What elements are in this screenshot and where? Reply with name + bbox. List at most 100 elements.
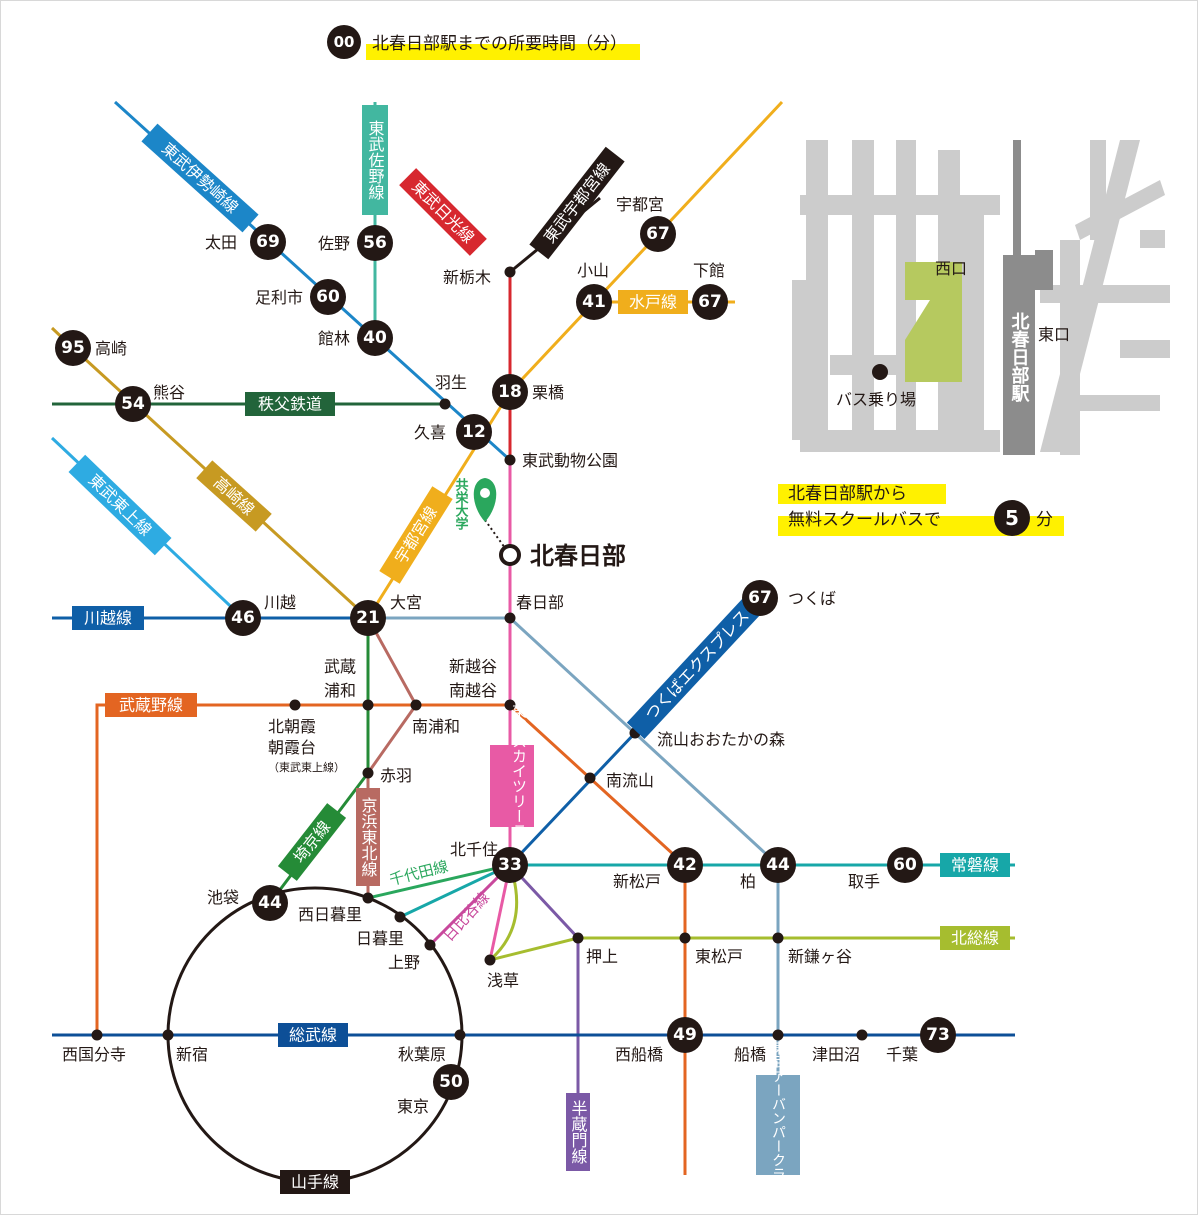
- label-keihin: 京浜東北線: [359, 797, 378, 877]
- name-kuki: 久喜: [414, 423, 446, 442]
- line-utsunomiya: [366, 100, 784, 619]
- label-musashino: 武蔵野線: [119, 696, 183, 715]
- line-hokuso: [489, 936, 1015, 962]
- badge-kawagoe: 46: [231, 608, 255, 628]
- label-tojo: 東武東上線: [85, 470, 156, 539]
- name-campus: 共栄大学: [453, 477, 470, 531]
- name-kawagoe: 川越: [264, 593, 296, 612]
- name-kitaasaka-3: （東武東上線）: [268, 760, 345, 774]
- station-area-inset: [792, 140, 1170, 455]
- badge-ota: 69: [256, 232, 280, 252]
- name-zoo: 東武動物公園: [522, 451, 618, 470]
- name-shinkoshigaya-1: 新越谷: [449, 657, 497, 676]
- name-oshiage: 押上: [586, 947, 618, 966]
- name-shintochigi: 新栃木: [443, 268, 491, 287]
- name-funabashi: 船橋: [734, 1045, 766, 1064]
- line-jr-connect: [399, 863, 511, 919]
- badge-kuki: 12: [462, 422, 486, 442]
- name-ueno: 上野: [388, 953, 420, 972]
- name-shinjuku: 新宿: [176, 1045, 208, 1064]
- name-tsukuba: つくば: [788, 589, 836, 608]
- label-nikko: 東武日光線: [408, 177, 478, 247]
- label-kawagoe: 川越線: [84, 609, 132, 628]
- name-minamiurawa: 南浦和: [412, 717, 460, 736]
- home-station-marker: [499, 544, 521, 566]
- inset-east-exit: 東口: [1038, 325, 1070, 344]
- badge-tokyo: 50: [439, 1072, 463, 1092]
- badge-toride: 60: [893, 855, 917, 875]
- name-shimodate: 下館: [693, 261, 725, 280]
- name-kumagaya: 熊谷: [153, 383, 185, 402]
- name-nagareyama-otaka: 流山おおたかの森: [657, 730, 785, 749]
- badge-sano: 56: [363, 233, 387, 253]
- legend-text: 北春日部駅までの所要時間（分）: [372, 34, 627, 54]
- badge-ikebukuro: 44: [258, 893, 282, 913]
- park-area: [905, 262, 962, 382]
- label-mito: 水戸線: [629, 293, 677, 312]
- label-yamanote: 山手線: [291, 1173, 339, 1192]
- name-chiba: 千葉: [886, 1045, 918, 1064]
- label-urban: 東武アーバンパークライン: [770, 1041, 786, 1209]
- inset-note-minutes: 5: [1005, 506, 1019, 530]
- station-dots: [91, 266, 868, 1041]
- label-sano: 東武佐野線: [366, 120, 385, 200]
- badge-chiba: 73: [926, 1025, 950, 1045]
- badge-takasaki: 95: [61, 338, 85, 358]
- line-chiyoda: [367, 863, 511, 900]
- line-urban: [368, 616, 780, 1165]
- badge-tsukuba: 67: [748, 588, 772, 608]
- badge-nishifunabashi: 49: [673, 1025, 697, 1045]
- line-hibiya: [428, 863, 512, 947]
- station-names: 太田 佐野 足利市 館林 新栃木 宇都宮 小山 下館 高崎 熊谷 羽生 栗橋 久…: [62, 195, 918, 1116]
- name-sano: 佐野: [318, 234, 350, 253]
- label-hokuso: 北総線: [951, 929, 999, 948]
- line-labels: 東武伊勢崎線 東武佐野線 東武日光線 東武宇都宮線 水戸線 秩父鉄道 高崎線 東…: [68, 105, 1010, 1209]
- name-kashiwa: 柏: [740, 872, 756, 891]
- name-akihabara: 秋葉原: [398, 1045, 446, 1064]
- badge-kashiwa: 44: [766, 855, 790, 875]
- name-nippori: 日暮里: [356, 929, 404, 948]
- name-ikebukuro: 池袋: [207, 888, 239, 907]
- bus-stop-marker: [872, 364, 888, 380]
- name-shinkamagaya: 新鎌ヶ谷: [788, 947, 852, 966]
- label-joban: 常磐線: [951, 856, 999, 875]
- label-chiyoda: 千代田線: [387, 857, 450, 889]
- badge-utsunomiya: 67: [646, 224, 670, 244]
- inset-west-exit: 西口: [935, 259, 967, 278]
- label-tx: つくばエクスプレス: [641, 606, 753, 724]
- name-nishinippori: 西日暮里: [298, 905, 362, 924]
- badge-ashikaga: 60: [316, 287, 340, 307]
- name-utsunomiya: 宇都宮: [616, 195, 664, 214]
- name-tokyo: 東京: [397, 1097, 429, 1116]
- name-home-station: 北春日部: [530, 542, 626, 570]
- label-utsunomiya-tobu: 東武宇都宮線: [540, 159, 614, 246]
- name-shinkoshigaya-2: 南越谷: [449, 681, 497, 700]
- name-kasukabe: 春日部: [516, 593, 564, 612]
- name-nishifunabashi: 西船橋: [615, 1045, 663, 1064]
- legend: 00 北春日部駅までの所要時間（分）: [327, 25, 640, 60]
- time-badges: 69 56 60 40 67 41 67 95 54 18 12 46 21 6…: [55, 216, 956, 1100]
- name-higashimatsudo: 東松戸: [695, 947, 743, 966]
- inset-note-line2-pre: 無料スクールバスで: [788, 510, 941, 530]
- name-ota: 太田: [205, 233, 237, 252]
- name-oyama: 小山: [577, 261, 609, 280]
- name-kitaasaka-1: 北朝霞: [268, 717, 316, 736]
- badge-tatebayashi: 40: [363, 328, 387, 348]
- inset-bus-stop: バス乗り場: [836, 390, 916, 409]
- label-hibiya: 日比谷線: [440, 888, 494, 945]
- inset-station-label: 北春日部駅: [1009, 312, 1031, 403]
- name-tsudanuma: 津田沼: [812, 1045, 860, 1064]
- inset-note-line1: 北春日部駅から: [788, 484, 907, 504]
- name-tatebayashi: 館林: [318, 329, 350, 348]
- name-akabane: 赤羽: [380, 766, 412, 785]
- badge-kumagaya: 54: [121, 394, 145, 414]
- badge-shimodate: 67: [698, 292, 722, 312]
- name-toride: 取手: [848, 872, 880, 891]
- name-hanyu: 羽生: [435, 373, 467, 392]
- label-hanzomon: 半蔵門線: [569, 1100, 588, 1164]
- campus-pin-icon: [473, 478, 497, 522]
- name-musashi-urawa-2: 浦和: [324, 681, 356, 700]
- name-ashikaga: 足利市: [255, 288, 303, 307]
